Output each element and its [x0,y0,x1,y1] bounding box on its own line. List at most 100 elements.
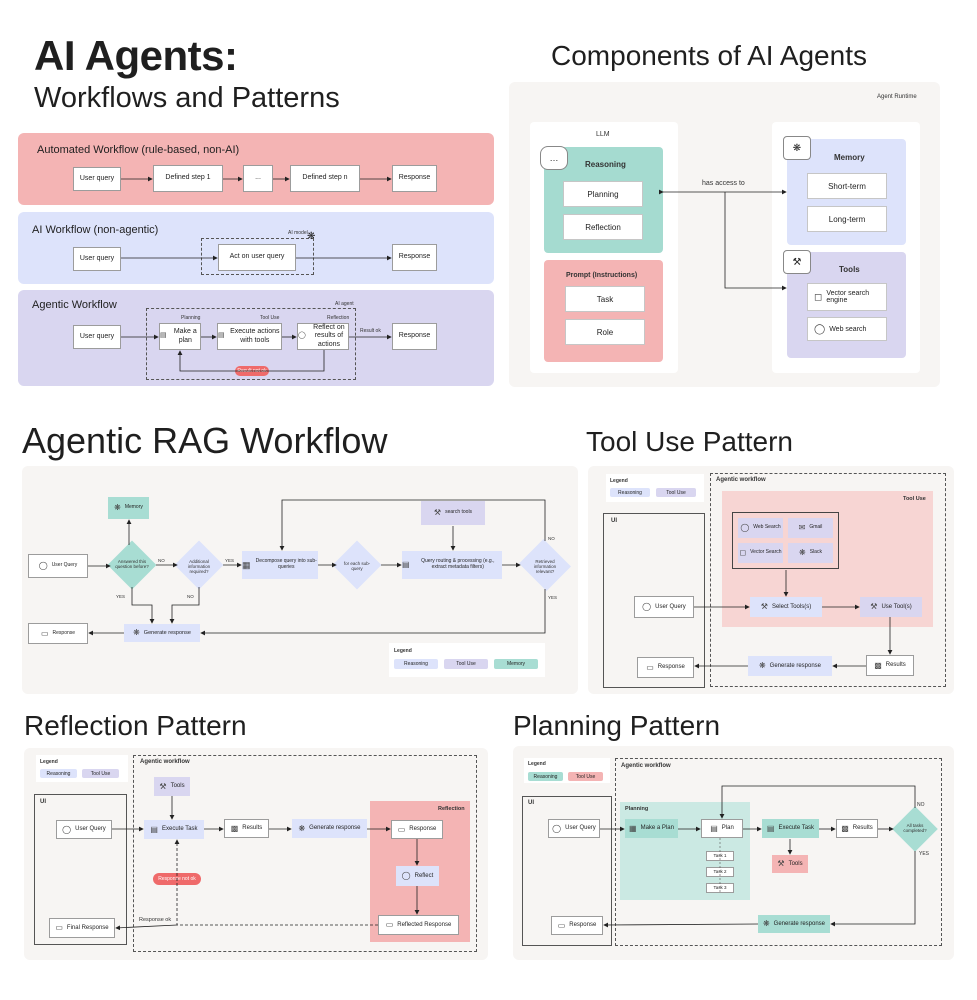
chat-icon: ▭ [646,662,654,672]
rag-no-2: NO [187,594,194,599]
rag-route: ▤Query routing & processing (e.g., extra… [402,551,502,579]
search-icon: ◻ [814,291,823,303]
chat-icon: ◯ [401,871,411,881]
user-icon: ◯ [642,602,652,612]
rag-user-query: ◯User Query [28,554,88,578]
auto-user-query: User query [73,167,121,191]
plan-icon: ▤ [160,332,167,340]
planning-task-2: Task 2 [706,867,734,877]
agentic-workflow-title: Agentic Workflow [32,299,117,311]
agentic-user-query: User query [73,325,121,349]
tools-icon: ⚒ [159,781,167,791]
tooluse-agentic-label: Agentic workflow [716,477,766,483]
tooluse-ui-label: UI [611,518,617,524]
prompt-title: Prompt (Instructions) [566,272,638,279]
reasoning-reflection: Reflection [563,214,643,240]
rag-d1-label: Answered this question before? [115,559,149,569]
tooluse-tool-use-label: Tool Use [903,496,926,502]
doc-icon: ▤ [766,823,775,833]
tooluse-response-label: Response [657,664,685,671]
reflection-region-label: Reflection [438,806,465,812]
reflection-user-query-label: User Query [75,826,106,833]
reflection-ok-label: Response ok [139,917,172,923]
reflection-reflect-label: Reflect [414,872,434,879]
access-label: has access to [702,180,745,187]
tools-title: Tools [839,265,860,274]
reflection-ui-frame [34,794,127,945]
auto-step-ellipsis: ... [243,165,273,192]
memory-long: Long-term [807,206,887,232]
grid-icon: ▦ [629,823,637,833]
reflection-execute-label: Execute Task [161,826,198,833]
network-icon: ❋ [762,919,770,929]
search-icon: ◻ [739,548,747,558]
rag-generate: ❋Generate response [124,624,200,642]
tooluse-generate: ❋Generate response [748,656,832,676]
ai-user-query: User query [73,247,121,271]
rag-response: ▭Response [28,623,88,644]
reflection-results: ▩Results [224,819,269,838]
tooluse-tools-group [732,512,839,569]
rag-d2-label: Additional information required? [187,559,211,574]
agentic-make-plan: ▤Make a plan [159,323,201,350]
tools-icon: ⚒ [783,250,811,274]
tooluse-results-label: Results [885,662,906,669]
ai-model-tag: AI model [288,230,308,236]
reflection-execute: ▤Execute Task [144,820,204,839]
planning-plan-label: Plan [721,825,734,832]
memory-short: Short-term [807,173,887,199]
prompt-role: Role [565,319,645,345]
mail-icon: ✉ [798,523,806,533]
grid-icon: ▦ [242,559,251,570]
globe-icon: ◯ [740,523,750,533]
components-title: Components of AI Agents [551,40,867,71]
rag-user-query-label: User Query [51,562,78,569]
planning-execute: ▤Execute Task [762,819,819,838]
user-icon: ◯ [62,824,72,834]
reflection-generate: ❋Generate response [292,819,367,838]
planning-ui-label: UI [528,800,534,806]
planning-tools: ⚒Tools [772,855,808,873]
agentic-reflect: ◯Reflect on results of actions [297,323,349,350]
reflection-final-label: Final Response [66,924,109,931]
tooluse-user-query-label: User Query [655,603,686,610]
tooluse-vector-search: ◻Vector Search [738,543,783,563]
tooluse-web-search: ◯Web Search [738,518,783,538]
tools-icon: ⚒ [433,508,442,518]
reflection-final: ▭Final Response [49,918,115,938]
rag-decompose: ▦Decompose query into sub-queries [242,551,318,579]
planning-yes: YES [919,851,930,857]
automated-workflow-title: Automated Workflow (rule-based, non-AI) [37,144,240,156]
planning-no: NO [917,802,925,808]
rag-route-label: Query routing & processing (e.g., extrac… [421,558,495,570]
reflection-results-label: Results [242,825,263,832]
reasoning-title: Reasoning [585,160,626,169]
planning-task-3: Task 3 [706,883,734,893]
memory-title: Memory [834,153,865,162]
reflection-reflected: ▭Reflected Response [378,915,459,935]
planning-agentic-frame [615,758,942,946]
planning-generate: ❋Generate response [758,915,830,933]
list-icon: ▤ [710,823,718,833]
reflection-reflected-label: Reflected Response [397,921,452,928]
tooluse-web-search-label: Web Search [753,524,781,531]
reflection-response-label: Response [409,826,437,833]
tooluse-vector-search-label: Vector Search [750,549,782,556]
user-icon: ◯ [552,823,562,833]
agentic-execute: ▤Execute actions with tools [217,323,282,350]
reflection-agentic-label: Agentic workflow [140,759,190,765]
tooluse-select-label: Select Tools(s) [771,603,812,610]
tools-icon: ⚒ [870,602,878,612]
planning-results: ▩Results [836,819,878,838]
auto-step-n: Defined step n [290,165,360,192]
rag-memory-label: Memory [124,504,143,511]
tooluse-select: ⚒Select Tools(s) [750,597,822,617]
tooluse-slack-label: Slack [809,549,822,556]
reflection-label: Reflection [327,315,350,321]
reflection-generate-label: Generate response [309,825,361,832]
planning-task-1: Task 1 [706,851,734,861]
brain-icon: ❋ [783,136,811,160]
planning-legend-tooluse: Tool Use [568,772,603,781]
rag-search-label: search tools [445,509,473,516]
execute-label: Execute actions with tools [230,328,280,344]
